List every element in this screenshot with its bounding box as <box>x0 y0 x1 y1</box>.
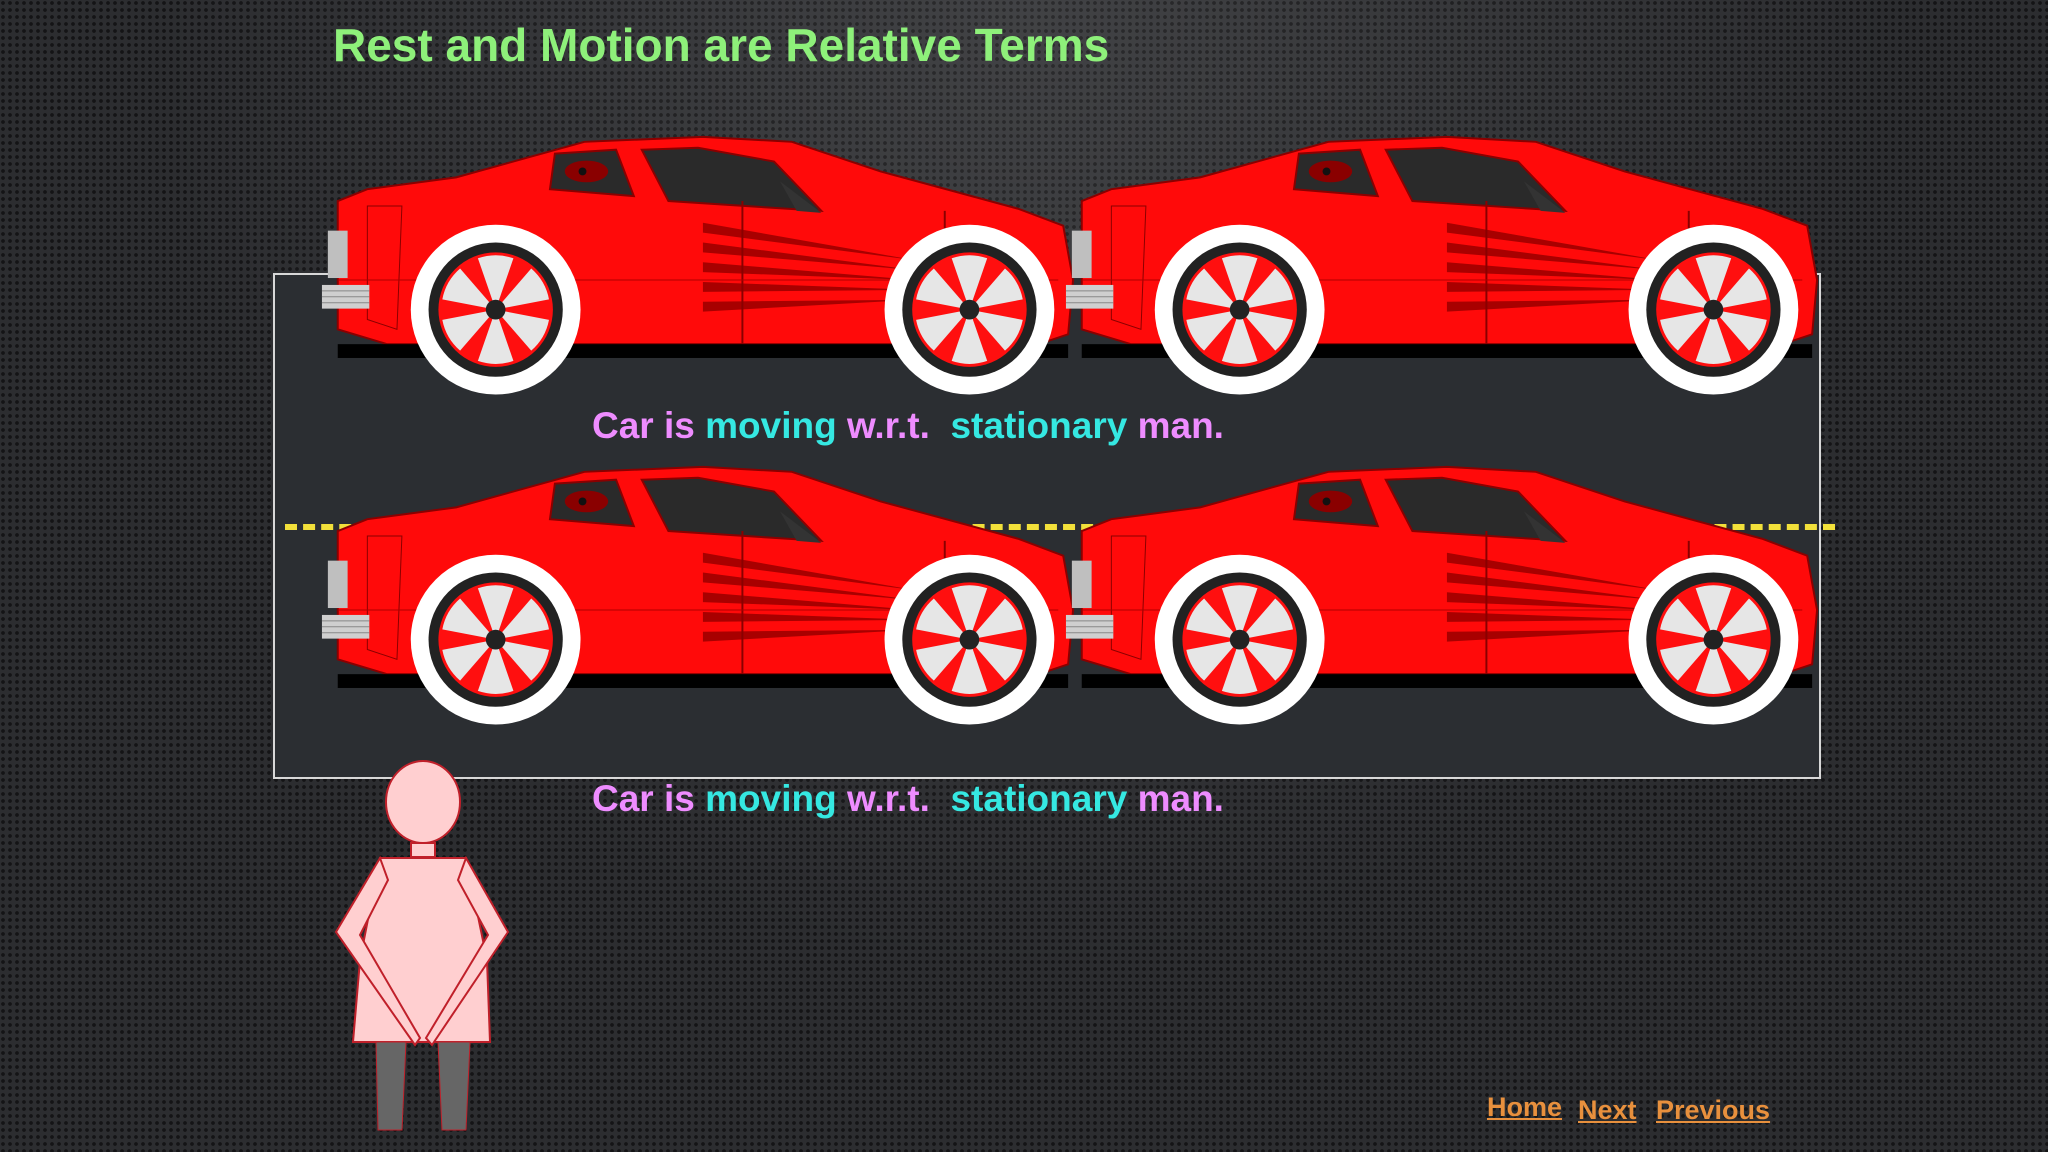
caption-word: w.r.t. <box>846 405 930 446</box>
slide-title: Rest and Motion are Relative Terms <box>333 19 1110 71</box>
lane-divider-line <box>285 524 1835 530</box>
stationary-man-figure <box>334 760 510 1131</box>
previous-link[interactable]: Previous <box>1656 1095 1771 1125</box>
caption-word: Car is <box>592 405 695 446</box>
red-car-row2-left <box>318 460 1078 760</box>
red-car-row2-right <box>1062 460 1822 760</box>
red-car-row1-left <box>318 130 1078 430</box>
home-link[interactable]: Home <box>1487 1092 1563 1122</box>
caption-row2: Car is moving w.r.t. stationary man. <box>592 778 1224 820</box>
caption-word: Car is <box>592 778 695 819</box>
next-link[interactable]: Next <box>1578 1095 1637 1125</box>
caption-word: moving <box>705 778 837 819</box>
caption-word: stationary <box>950 405 1128 446</box>
caption-word: moving <box>705 405 837 446</box>
caption-row1: Car is moving w.r.t. stationary man. <box>592 405 1224 447</box>
caption-word: w.r.t. <box>846 778 930 819</box>
caption-word: stationary <box>950 778 1128 819</box>
caption-word: man. <box>1137 405 1224 446</box>
red-car-row1-right <box>1062 130 1822 430</box>
caption-word: man. <box>1137 778 1224 819</box>
